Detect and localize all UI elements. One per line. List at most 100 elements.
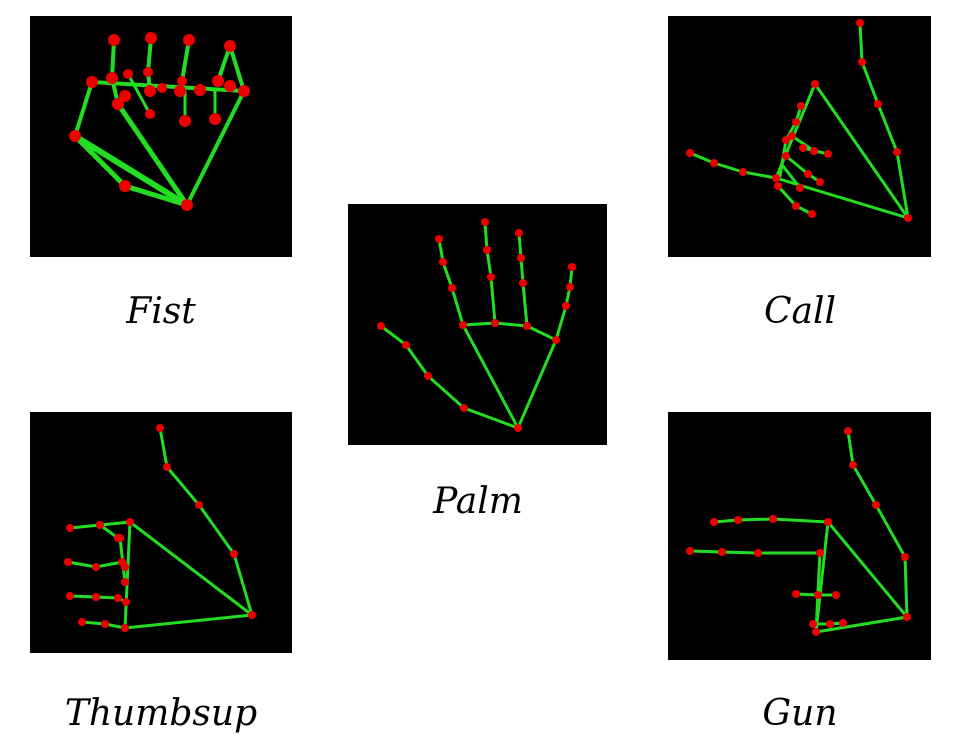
bone-line	[185, 89, 246, 207]
bone-line	[128, 520, 254, 617]
joint-dot	[144, 85, 156, 97]
bone-line	[720, 550, 760, 555]
thumbsup-hand-skeleton	[30, 412, 292, 653]
joint-dot	[448, 284, 456, 292]
bone-line	[712, 161, 745, 174]
joint-dot	[804, 170, 812, 178]
bone-line	[450, 286, 465, 327]
bone-line	[68, 594, 98, 599]
bone-line	[876, 102, 899, 154]
gun-hand-skeleton	[668, 412, 931, 660]
joint-dot	[92, 563, 100, 571]
bone-line	[784, 154, 810, 176]
joint-dot	[483, 246, 491, 254]
joint-dot	[739, 168, 747, 176]
joint-dot	[515, 229, 523, 237]
joint-dot	[183, 34, 195, 46]
joint-dot	[814, 591, 822, 599]
joint-dot	[826, 620, 834, 628]
joint-dot	[858, 58, 866, 66]
bone-line	[165, 465, 201, 507]
joint-dot	[824, 518, 832, 526]
bone-line	[516, 338, 558, 430]
joint-dot	[101, 620, 109, 628]
joint-dot	[156, 424, 164, 432]
bone-line	[404, 343, 430, 378]
joint-dot	[459, 321, 467, 329]
bone-line	[441, 260, 454, 290]
joint-dot	[844, 427, 852, 435]
joint-dot	[122, 598, 130, 606]
joint-dot	[123, 69, 133, 79]
joint-dot	[69, 130, 81, 142]
joint-dot	[248, 611, 256, 619]
bone-line	[73, 80, 94, 138]
bone-line	[493, 321, 529, 328]
joint-dot	[808, 210, 816, 218]
joint-dot	[734, 516, 742, 524]
bone-line	[68, 523, 102, 530]
joint-dot	[872, 501, 880, 509]
joint-dot	[901, 553, 909, 561]
bone-line	[489, 275, 497, 325]
bone-line	[123, 520, 132, 630]
fist-skeleton-drawing	[69, 32, 250, 211]
joint-dot	[209, 113, 221, 125]
bone-line	[66, 560, 98, 569]
joint-dot	[566, 283, 574, 291]
joint-dot	[66, 524, 74, 532]
joint-dot	[112, 98, 124, 110]
bone-line	[712, 518, 740, 524]
joint-dot	[792, 118, 800, 126]
joint-dot	[439, 258, 447, 266]
bone-line	[197, 503, 236, 556]
call-hand-skeleton	[668, 16, 931, 257]
joint-dot	[797, 102, 805, 110]
joint-dot	[108, 34, 120, 46]
bone-line	[90, 80, 246, 93]
joint-dot	[754, 549, 762, 557]
joint-dot	[424, 372, 432, 380]
bone-line	[517, 231, 523, 260]
joint-dot	[856, 19, 864, 27]
bone-line	[158, 426, 169, 469]
bone-line	[813, 82, 910, 220]
joint-dot	[66, 592, 74, 600]
joint-dot	[121, 578, 129, 586]
bone-line	[426, 374, 466, 410]
palm-skeleton-drawing	[377, 218, 576, 432]
bone-line	[94, 560, 124, 569]
joint-dot	[126, 518, 134, 526]
joint-dot	[121, 624, 129, 632]
joint-dot	[92, 593, 100, 601]
bone-line	[781, 164, 802, 190]
joint-dot	[194, 84, 206, 96]
joint-dot	[874, 100, 882, 108]
joint-dot	[195, 501, 203, 509]
bone-line	[110, 38, 116, 80]
joint-dot	[181, 199, 193, 211]
bone-line	[98, 520, 132, 527]
call-caption: Call	[763, 291, 837, 332]
joint-dot	[238, 85, 250, 97]
joint-dot	[799, 144, 807, 152]
joint-dot	[810, 147, 818, 155]
joint-dot	[224, 80, 236, 92]
bone-line	[688, 549, 724, 554]
joint-dot	[86, 76, 98, 88]
joint-dot	[64, 558, 72, 566]
bone-line	[519, 256, 525, 285]
bone-line	[814, 615, 909, 634]
palm-caption: Palm	[433, 481, 523, 522]
joint-dot	[816, 178, 824, 186]
bone-line	[525, 324, 558, 342]
bone-line	[180, 38, 191, 83]
bone-line	[895, 150, 910, 220]
joint-dot	[121, 563, 129, 571]
bone-line	[72, 133, 128, 189]
bone-line	[461, 321, 497, 327]
thumbsup-skeleton-drawing	[64, 424, 256, 632]
bone-line	[115, 101, 190, 208]
joint-dot	[772, 174, 780, 182]
bone-line	[903, 555, 909, 619]
